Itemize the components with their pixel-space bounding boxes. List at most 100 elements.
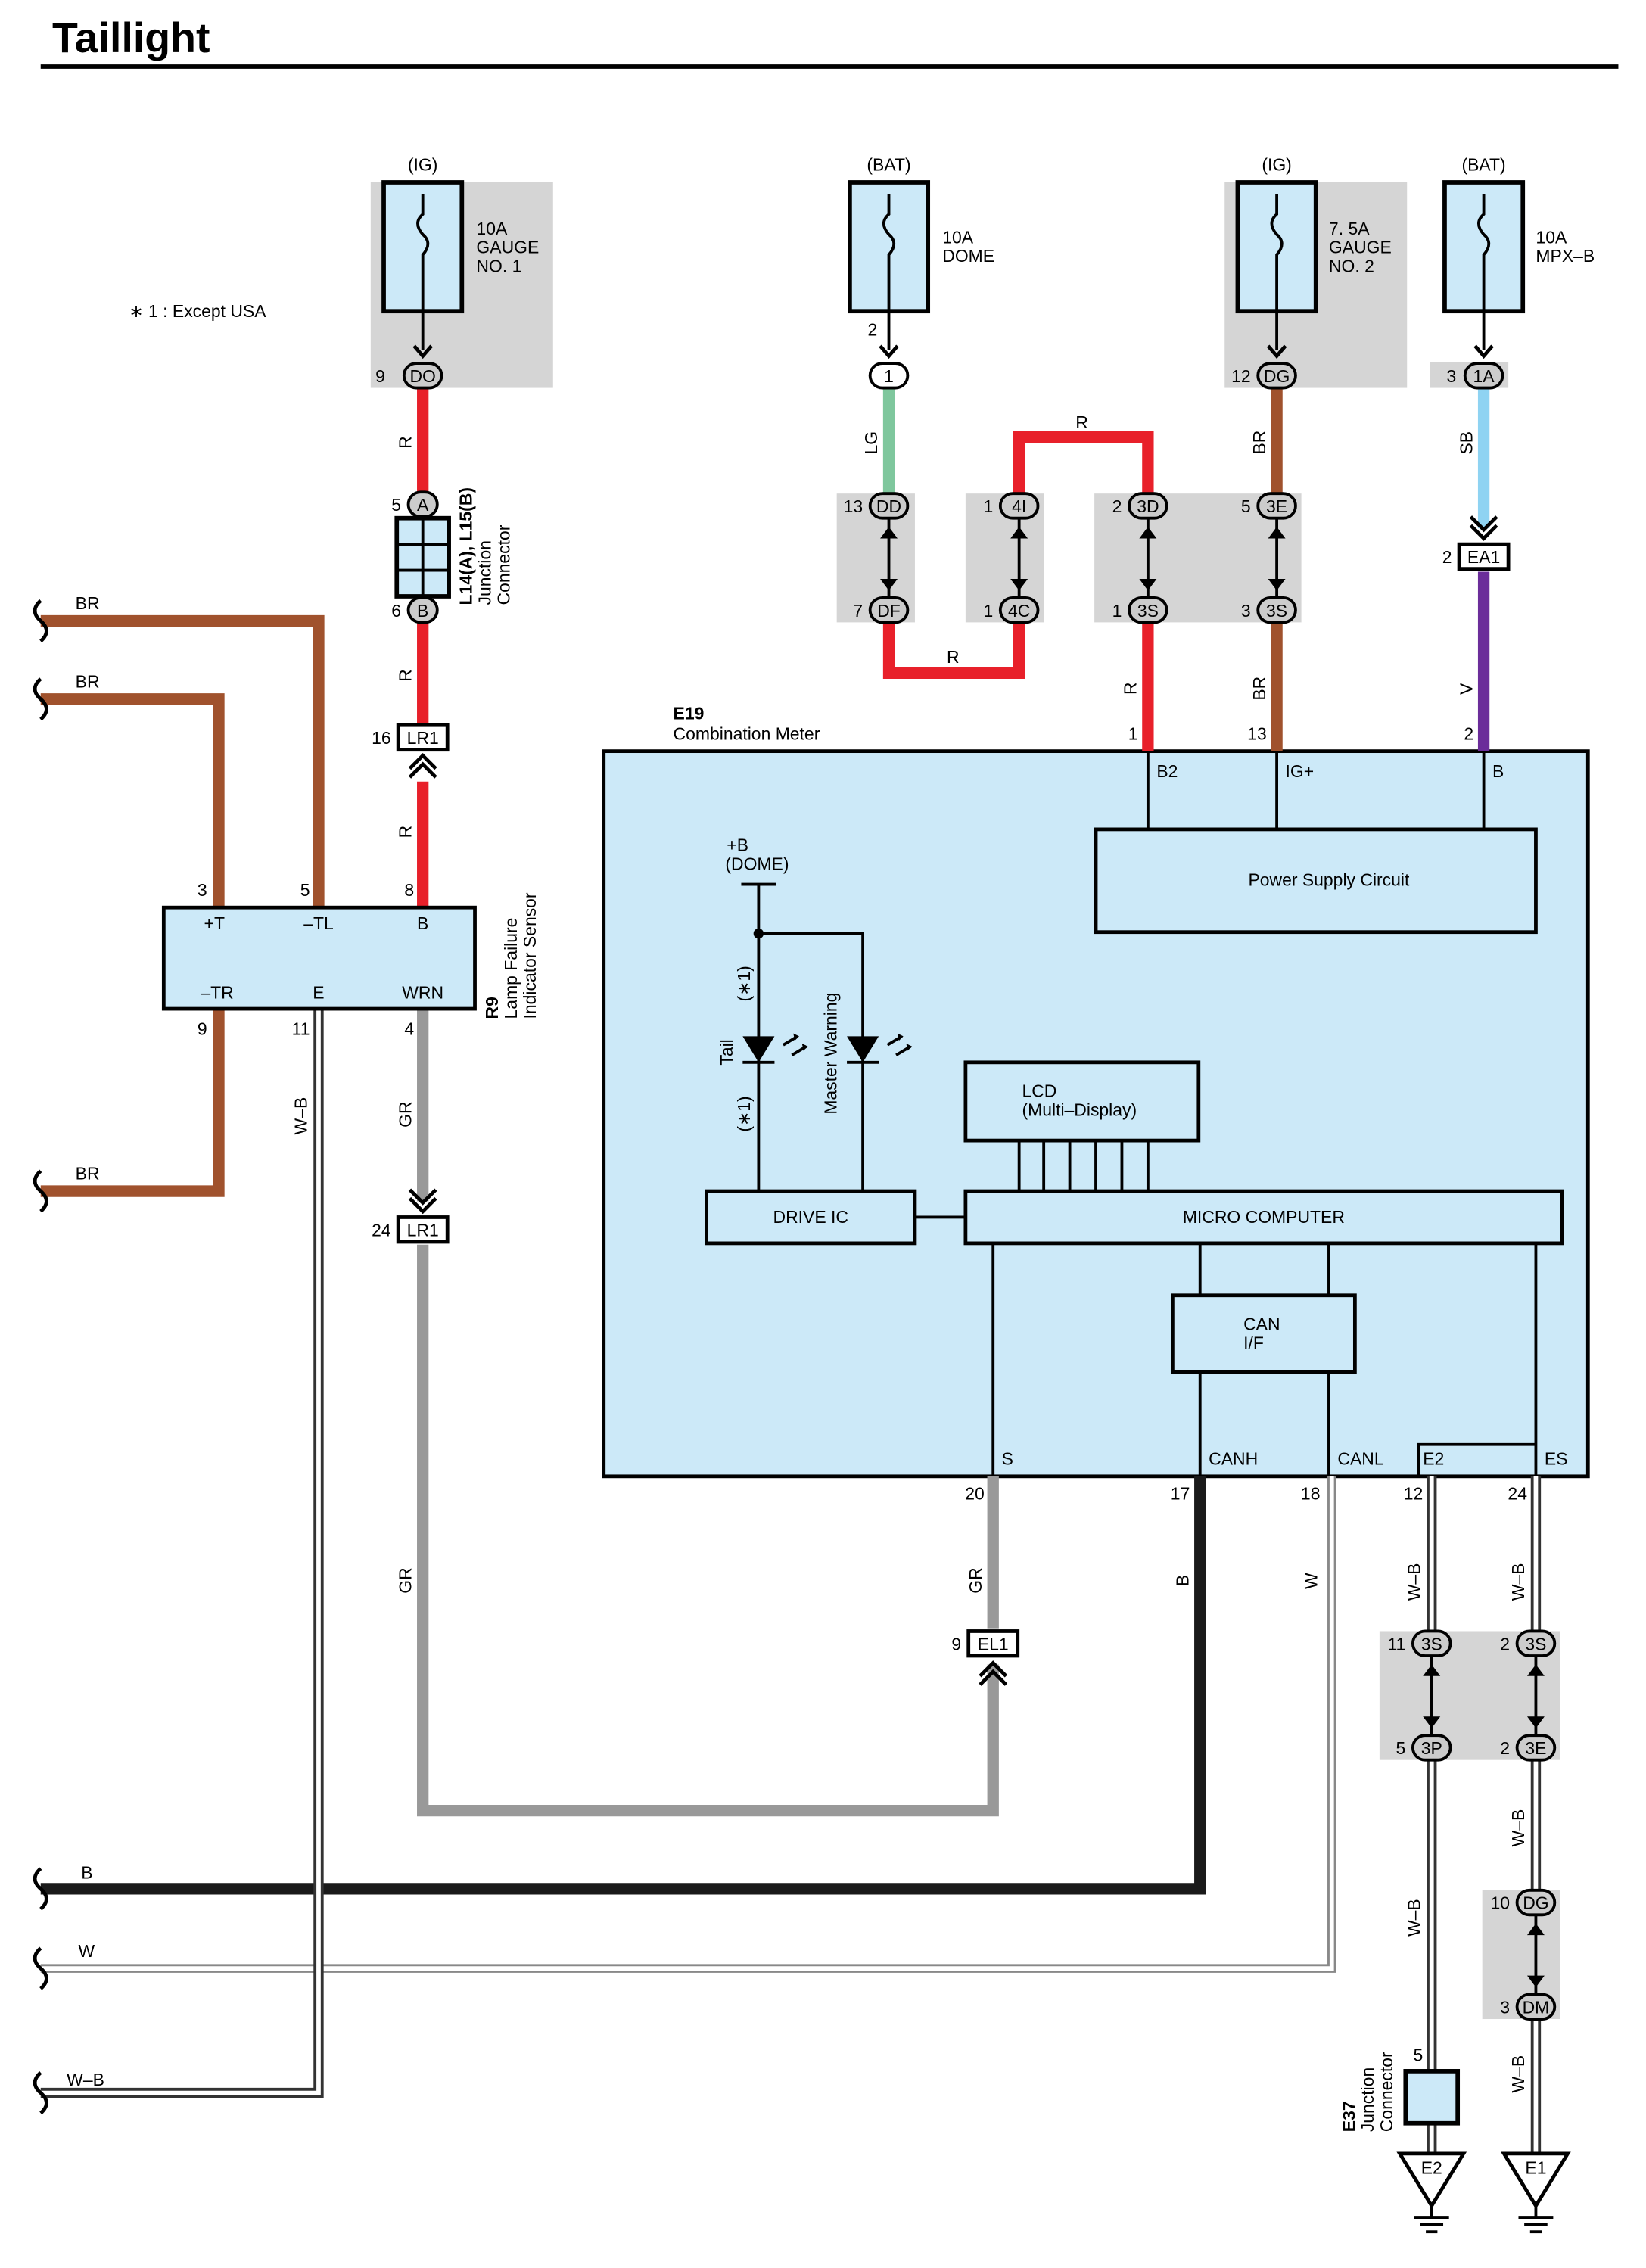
connector-ea1: EA1 2 bbox=[1442, 515, 1511, 571]
svg-text:DF: DF bbox=[877, 601, 901, 621]
svg-text:R: R bbox=[1075, 412, 1088, 432]
svg-text:R: R bbox=[1121, 682, 1140, 695]
svg-text:1: 1 bbox=[983, 496, 993, 516]
meter-name: Combination Meter bbox=[674, 723, 820, 743]
svg-text:B: B bbox=[417, 601, 428, 621]
svg-text:24: 24 bbox=[1508, 1483, 1527, 1503]
arrowheads bbox=[412, 344, 1494, 359]
svg-text:(BAT): (BAT) bbox=[1461, 155, 1505, 175]
power-supply-circuit bbox=[1094, 827, 1538, 935]
combination-meter: E19 Combination Meter 1 13 2 B2 IG+ B Po… bbox=[674, 704, 1568, 1504]
svg-text:5: 5 bbox=[300, 880, 310, 900]
svg-text:WRN: WRN bbox=[402, 983, 443, 1003]
connector-1: 1 2 bbox=[867, 320, 910, 390]
svg-text:GR: GR bbox=[966, 1567, 985, 1593]
lcd-multi-display bbox=[963, 1060, 1201, 1143]
svg-text:3P: 3P bbox=[1421, 1738, 1442, 1758]
svg-text:SB: SB bbox=[1456, 431, 1476, 455]
svg-text:DRIVE IC: DRIVE IC bbox=[773, 1207, 848, 1227]
svg-text:I/F: I/F bbox=[1243, 1333, 1264, 1353]
svg-text:CAN: CAN bbox=[1243, 1314, 1280, 1334]
connector-3s-3p: 3S 11 3P 5 bbox=[1387, 1629, 1452, 1762]
wire-labels: R R R LG R R R BR BR SB V BR BR BR W–B G… bbox=[67, 412, 1528, 2092]
svg-text:10A: 10A bbox=[942, 227, 974, 247]
svg-text:2: 2 bbox=[1500, 1738, 1510, 1758]
svg-text:1: 1 bbox=[1128, 723, 1138, 743]
svg-text:EL1: EL1 bbox=[978, 1634, 1009, 1654]
svg-text:5: 5 bbox=[1396, 1738, 1406, 1758]
svg-text:7. 5A: 7. 5A bbox=[1329, 219, 1370, 238]
wire-break-symbols bbox=[33, 599, 48, 2115]
svg-text:E37: E37 bbox=[1339, 2101, 1358, 2132]
svg-text:24: 24 bbox=[372, 1220, 391, 1240]
svg-text:20: 20 bbox=[965, 1483, 985, 1503]
svg-text:12: 12 bbox=[1231, 366, 1251, 386]
svg-text:E1: E1 bbox=[1525, 2158, 1546, 2178]
svg-text:DG: DG bbox=[1264, 366, 1290, 386]
svg-text:BR: BR bbox=[76, 671, 100, 691]
svg-text:10A: 10A bbox=[476, 219, 508, 238]
svg-text:Junction: Junction bbox=[1358, 2067, 1377, 2132]
meter-code: E19 bbox=[674, 704, 705, 723]
svg-text:+T: +T bbox=[204, 913, 225, 933]
svg-text:1: 1 bbox=[983, 601, 993, 621]
svg-text:3S: 3S bbox=[1266, 601, 1287, 621]
svg-text:W–B: W–B bbox=[1508, 1563, 1528, 1601]
svg-text:MPX–B: MPX–B bbox=[1536, 246, 1595, 266]
svg-text:3: 3 bbox=[1500, 1997, 1510, 2017]
svg-text:–TL: –TL bbox=[303, 913, 334, 933]
lamp-failure-sensor: +T –TL B –TR E WRN 3 5 8 9 11 4 R9 Lamp … bbox=[161, 880, 540, 1038]
ground-e2: E2 bbox=[1396, 2151, 1467, 2234]
svg-text:E2: E2 bbox=[1423, 1449, 1444, 1469]
svg-text:Connector: Connector bbox=[1377, 2052, 1396, 2132]
connector-do: DO 9 bbox=[375, 362, 443, 390]
svg-text:3S: 3S bbox=[1421, 1634, 1442, 1654]
svg-text:CANL: CANL bbox=[1337, 1449, 1383, 1469]
svg-text:(IG): (IG) bbox=[1262, 155, 1292, 175]
svg-text:B: B bbox=[81, 1863, 92, 1883]
svg-text:4: 4 bbox=[404, 1019, 414, 1038]
can-interface bbox=[1170, 1293, 1357, 1374]
svg-text:LR1: LR1 bbox=[407, 728, 439, 748]
connector-el1: EL1 9 bbox=[951, 1629, 1020, 1686]
fuse-gauge-no1: (IG) 10A GAUGE NO. 1 bbox=[381, 155, 539, 350]
ground-e1: E1 bbox=[1501, 2151, 1571, 2234]
svg-text:Tail: Tail bbox=[717, 1039, 736, 1065]
svg-text:DO: DO bbox=[409, 366, 435, 386]
svg-text:(Multi–Display): (Multi–Display) bbox=[1022, 1100, 1137, 1120]
svg-text:W: W bbox=[78, 1941, 95, 1961]
svg-text:3: 3 bbox=[198, 880, 207, 900]
svg-text:BR: BR bbox=[1249, 431, 1269, 455]
svg-text:5: 5 bbox=[1241, 496, 1251, 516]
svg-text:10: 10 bbox=[1490, 1893, 1510, 1913]
svg-text:LG: LG bbox=[861, 431, 881, 455]
svg-text:EA1: EA1 bbox=[1467, 547, 1500, 567]
svg-text:(∗1): (∗1) bbox=[734, 966, 754, 1001]
connector-lr1-24: LR1 24 bbox=[372, 1188, 450, 1244]
svg-text:–TR: –TR bbox=[201, 983, 233, 1003]
drive-ic bbox=[705, 1189, 917, 1246]
svg-text:DM: DM bbox=[1523, 1997, 1550, 2017]
connector-lr1-16: LR1 16 bbox=[372, 723, 450, 779]
connector-4i-4c: 4I 1 4C 1 bbox=[983, 492, 1040, 624]
svg-text:+B: +B bbox=[727, 835, 748, 855]
master-warning-led-icon bbox=[847, 1036, 879, 1062]
tail-led-icon bbox=[742, 1036, 775, 1062]
svg-text:10A: 10A bbox=[1536, 227, 1567, 247]
svg-text:9: 9 bbox=[951, 1634, 961, 1654]
svg-text:V: V bbox=[1456, 683, 1476, 695]
svg-text:B: B bbox=[417, 913, 428, 933]
svg-text:BR: BR bbox=[1249, 677, 1269, 701]
svg-text:LCD: LCD bbox=[1022, 1081, 1056, 1101]
connector-dg-dm: DG 10 DM 3 bbox=[1490, 1888, 1557, 2021]
svg-text:B2: B2 bbox=[1156, 761, 1178, 781]
connector-dg: DG 12 bbox=[1231, 362, 1297, 390]
svg-text:(∗1): (∗1) bbox=[734, 1096, 754, 1131]
svg-text:7: 7 bbox=[853, 601, 863, 621]
svg-text:Connector: Connector bbox=[493, 524, 513, 605]
page-title: Taillight bbox=[52, 14, 210, 61]
svg-text:3E: 3E bbox=[1266, 496, 1287, 516]
svg-text:DOME: DOME bbox=[942, 246, 994, 266]
svg-text:3: 3 bbox=[1241, 601, 1251, 621]
svg-text:11: 11 bbox=[292, 1019, 310, 1038]
